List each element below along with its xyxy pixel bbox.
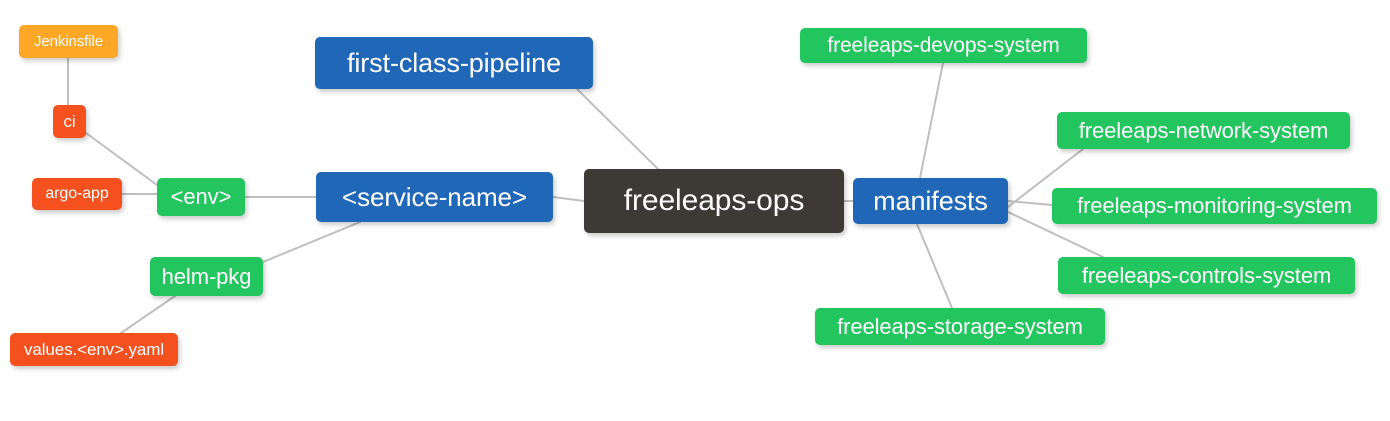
mindmap-node-label: freeleaps-network-system (1078, 117, 1329, 143)
mindmap-node-env[interactable]: <env> (157, 178, 245, 216)
edge-manifests-to-freeleaps-devops-system (919, 62, 944, 179)
mindmap-node-service-name[interactable]: <service-name> (316, 172, 553, 222)
mindmap-node-values-env-yaml[interactable]: values.<env>.yaml (10, 333, 178, 366)
mindmap-node-freeleaps-monitoring-system[interactable]: freeleaps-monitoring-system (1052, 188, 1377, 224)
edge-group (67, 57, 1104, 334)
mindmap-node-label: freeleaps-ops (623, 184, 805, 217)
mindmap-node-first-class-pipeline[interactable]: first-class-pipeline (315, 37, 593, 89)
mindmap-node-freeleaps-controls-system[interactable]: freeleaps-controls-system (1058, 257, 1355, 294)
mindmap-node-ci[interactable]: ci (53, 105, 86, 138)
edge-manifests-to-freeleaps-network-system (1007, 148, 1084, 208)
edge-manifests-to-freeleaps-controls-system (1007, 211, 1104, 258)
mindmap-node-label: freeleaps-devops-system (827, 34, 1060, 57)
mindmap-node-label: freeleaps-storage-system (837, 313, 1083, 339)
mindmap-node-label: freeleaps-controls-system (1081, 262, 1332, 288)
mindmap-node-freeleaps-storage-system[interactable]: freeleaps-storage-system (815, 308, 1105, 345)
mindmap-node-root[interactable]: freeleaps-ops (584, 169, 844, 233)
mindmap-node-label: helm-pkg (161, 263, 252, 289)
mindmap-node-label: <env> (170, 184, 232, 209)
edge-manifests-to-freeleaps-storage-system (916, 223, 953, 309)
mindmap-node-label: ci (63, 112, 76, 131)
edge-service-name-to-helm-pkg (262, 221, 361, 263)
edge-root-to-service-name (552, 196, 585, 202)
mindmap-node-label: first-class-pipeline (346, 47, 562, 78)
edge-env-to-ci (85, 132, 158, 186)
mindmap-node-manifests[interactable]: manifests (853, 178, 1008, 224)
mindmap-node-label: values.<env>.yaml (23, 340, 165, 359)
edge-manifests-to-freeleaps-monitoring-system (1007, 200, 1053, 206)
mindmap-node-label: <service-name> (341, 182, 528, 212)
edge-root-to-first-class-pipeline (576, 88, 659, 170)
mindmap-node-helm-pkg[interactable]: helm-pkg (150, 257, 263, 296)
mindmap-node-label: manifests (873, 185, 988, 216)
mindmap-node-argo-app[interactable]: argo-app (32, 178, 122, 210)
mindmap-node-label: argo-app (45, 185, 109, 202)
mindmap-node-jenkinsfile[interactable]: Jenkinsfile (19, 25, 118, 58)
mindmap-node-freeleaps-network-system[interactable]: freeleaps-network-system (1057, 112, 1350, 149)
edge-helm-pkg-to-values-env-yaml (120, 295, 176, 334)
mindmap-node-label: freeleaps-monitoring-system (1077, 193, 1352, 218)
mindmap-node-freeleaps-devops-system[interactable]: freeleaps-devops-system (800, 28, 1087, 63)
mindmap-node-label: Jenkinsfile (34, 33, 103, 50)
